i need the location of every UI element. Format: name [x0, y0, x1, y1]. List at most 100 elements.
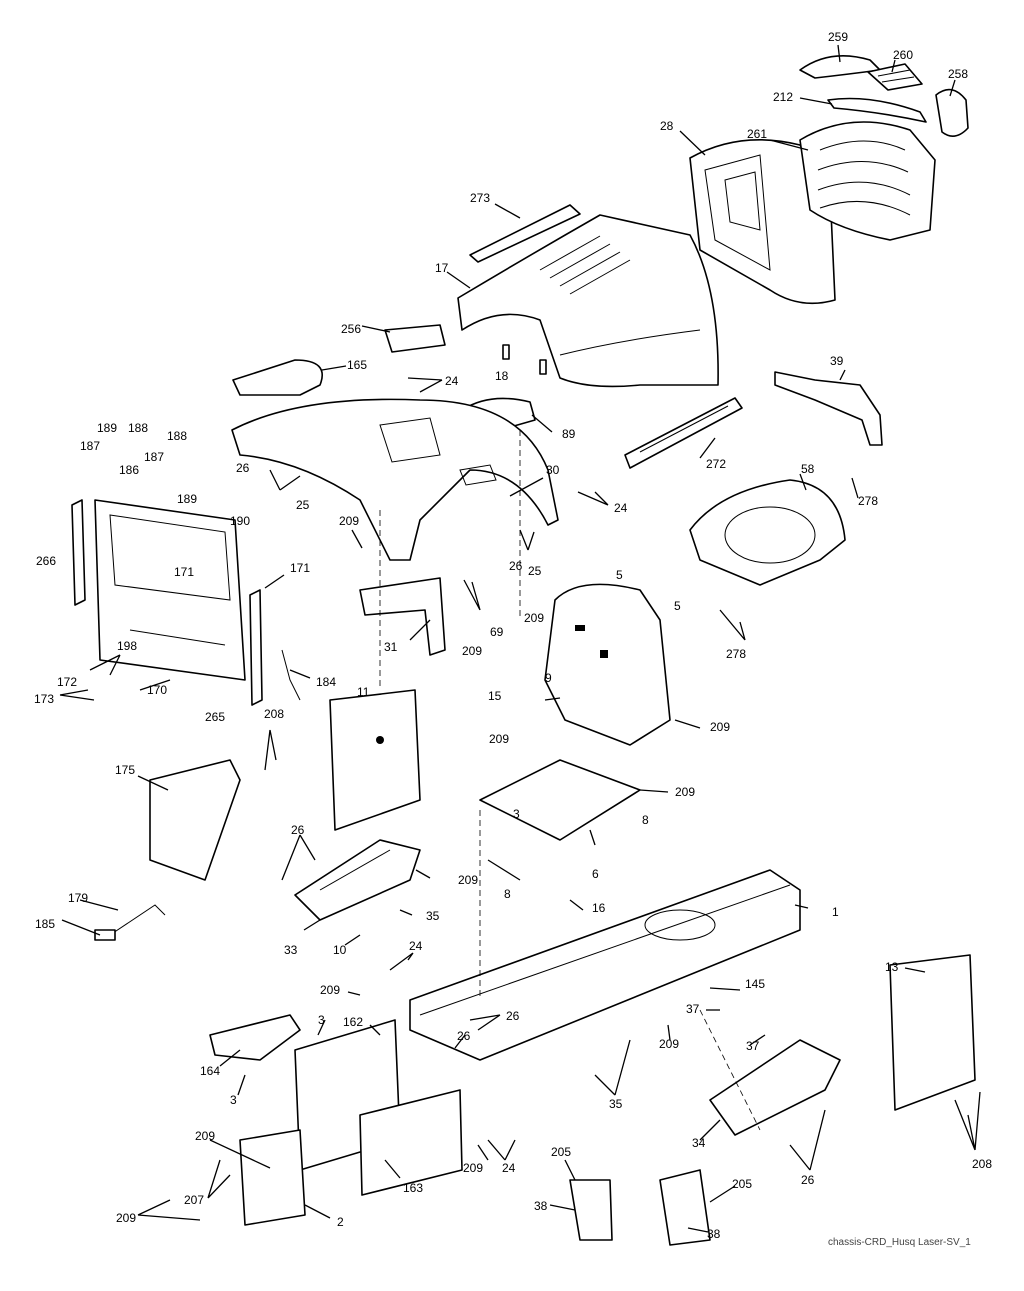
- part-164-bracket: [209, 1014, 301, 1061]
- callout-24-b: 24: [614, 501, 628, 515]
- alignment-lines: [379, 430, 761, 1131]
- part-2-front-bracket: [239, 1129, 306, 1226]
- callout-17: 17: [435, 261, 449, 275]
- callout-26-f: 26: [801, 1173, 815, 1187]
- part-17-hood: [457, 214, 719, 388]
- part-11-side-panel: [329, 689, 421, 831]
- callout-209-i: 209: [659, 1037, 679, 1051]
- part-165-cupholder: [232, 359, 323, 396]
- callout-33: 33: [284, 943, 298, 957]
- callout-26-e: 26: [457, 1029, 471, 1043]
- callout-209-j: 209: [195, 1129, 215, 1143]
- callout-8-b: 8: [504, 887, 511, 901]
- callout-162: 162: [343, 1015, 363, 1029]
- callout-38-a: 38: [534, 1199, 548, 1213]
- part-13-side-panel: [889, 954, 976, 1111]
- callout-188-a: 188: [128, 421, 148, 435]
- callout-89: 89: [562, 427, 576, 441]
- callout-187-a: 187: [80, 439, 100, 453]
- callout-259: 259: [828, 30, 848, 44]
- callout-265: 265: [205, 710, 225, 724]
- callout-26-c: 26: [291, 823, 305, 837]
- callout-24-d: 24: [502, 1161, 516, 1175]
- callout-9: 9: [545, 671, 552, 685]
- callout-207: 207: [184, 1193, 204, 1207]
- callout-209-f: 209: [675, 785, 695, 799]
- callout-256: 256: [341, 322, 361, 336]
- callout-189-b: 189: [177, 492, 197, 506]
- callout-189-a: 189: [97, 421, 117, 435]
- part-34-footrest: [709, 1039, 841, 1136]
- callout-15: 15: [488, 689, 502, 703]
- leader-lines: [59, 44, 981, 1233]
- callout-18: 18: [495, 369, 509, 383]
- part-9-dash-support: [544, 583, 671, 746]
- callout-205-a: 205: [551, 1145, 571, 1159]
- callout-165: 165: [347, 358, 367, 372]
- callout-35-a: 35: [426, 909, 440, 923]
- part-265-trim: [249, 589, 263, 706]
- part-28-hood-frame: [689, 138, 836, 305]
- callout-16: 16: [592, 901, 606, 915]
- callout-273: 273: [470, 191, 490, 205]
- part-179-rod: [109, 904, 166, 936]
- callout-2: 2: [337, 1215, 344, 1229]
- callout-278-a: 278: [858, 494, 878, 508]
- part-273-vent: [469, 204, 581, 263]
- part-31-bracket: [359, 577, 446, 656]
- callout-205-b: 205: [732, 1177, 752, 1191]
- callout-266: 266: [36, 554, 56, 568]
- callout-8-a: 8: [642, 813, 649, 827]
- callout-190: 190: [230, 514, 250, 528]
- part-184-spring: [281, 649, 301, 701]
- callout-labels: 259 260 258 212 28 261 273 17 256 18 165…: [34, 30, 992, 1241]
- callout-209-g: 209: [458, 873, 478, 887]
- callout-212: 212: [773, 90, 793, 104]
- callout-188-b: 188: [167, 429, 187, 443]
- callout-28: 28: [660, 119, 674, 133]
- callout-272: 272: [706, 457, 726, 471]
- part-212-trim: [827, 97, 927, 123]
- callout-185: 185: [35, 917, 55, 931]
- callout-163: 163: [403, 1181, 423, 1195]
- callout-26-a: 26: [236, 461, 250, 475]
- callout-171-a: 171: [290, 561, 310, 575]
- callout-209-e: 209: [489, 732, 509, 746]
- callout-209-d: 209: [710, 720, 730, 734]
- part-6-plate: [479, 759, 641, 841]
- callout-34: 34: [692, 1136, 706, 1150]
- callout-5-b: 5: [674, 599, 681, 613]
- part-33-footrest: [294, 839, 421, 921]
- callout-30: 30: [546, 463, 560, 477]
- callout-261: 261: [747, 127, 767, 141]
- part-58-fan-shroud: [689, 479, 846, 586]
- part-18-bumper: [502, 344, 547, 375]
- callout-258: 258: [948, 67, 968, 81]
- callout-31: 31: [384, 640, 398, 654]
- callout-209-c: 209: [462, 644, 482, 658]
- callout-175: 175: [115, 763, 135, 777]
- part-175-shield: [149, 759, 241, 881]
- callout-184: 184: [316, 675, 336, 689]
- part-258-headlight: [935, 88, 969, 137]
- callout-26-d: 26: [506, 1009, 520, 1023]
- callout-172: 172: [57, 675, 77, 689]
- callout-3-c: 3: [230, 1093, 237, 1107]
- callout-170: 170: [147, 683, 167, 697]
- part-163-plate: [359, 1089, 463, 1196]
- callout-209-l: 209: [116, 1211, 136, 1225]
- callout-179: 179: [68, 891, 88, 905]
- part-38-bracket-left: [569, 1179, 613, 1241]
- callout-24-a: 24: [445, 374, 459, 388]
- callout-6: 6: [592, 867, 599, 881]
- callout-35-b: 35: [609, 1097, 623, 1111]
- part-38-bracket-right: [659, 1169, 711, 1246]
- callout-209-a: 209: [339, 514, 359, 528]
- callout-164: 164: [200, 1064, 220, 1078]
- callout-11: 11: [357, 685, 370, 699]
- callout-198: 198: [117, 639, 137, 653]
- callout-37-b: 37: [746, 1039, 760, 1053]
- part-39-bracket: [774, 371, 883, 446]
